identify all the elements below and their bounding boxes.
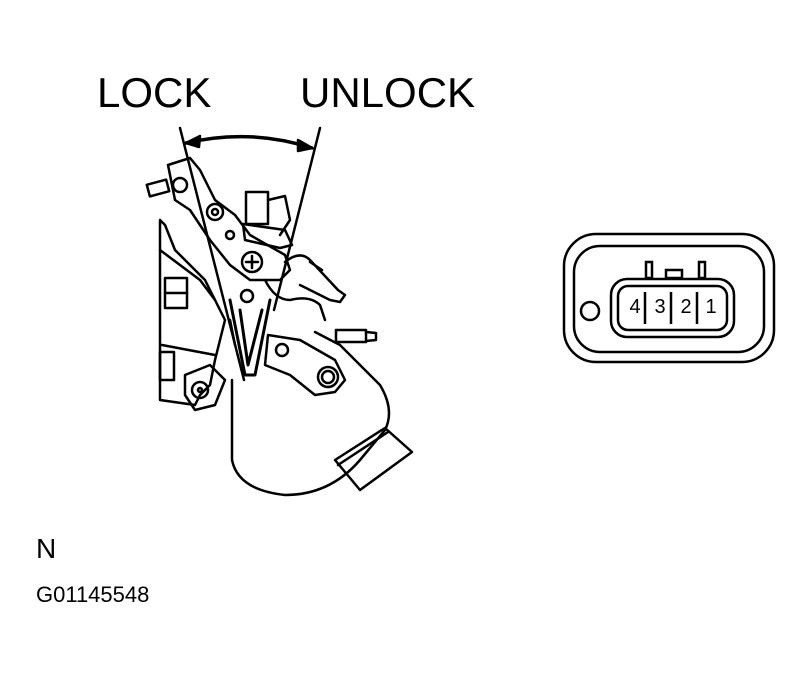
connector-pin-1: 1 [705, 296, 717, 318]
unlock-label: UNLOCK [300, 69, 476, 116]
connector-pin-3: 3 [654, 296, 666, 318]
connector-pin-2: 2 [680, 296, 692, 318]
figure-code: G01145548 [36, 582, 150, 607]
actuator-connector-plug [333, 426, 414, 492]
connector-housing-outer [562, 232, 776, 364]
connector-housing-inner [572, 244, 766, 354]
lock-label: LOCK [97, 69, 212, 116]
connector-pin-4: 4 [629, 296, 641, 318]
view-label: N [36, 533, 57, 564]
connector-mount-hole [579, 300, 601, 322]
